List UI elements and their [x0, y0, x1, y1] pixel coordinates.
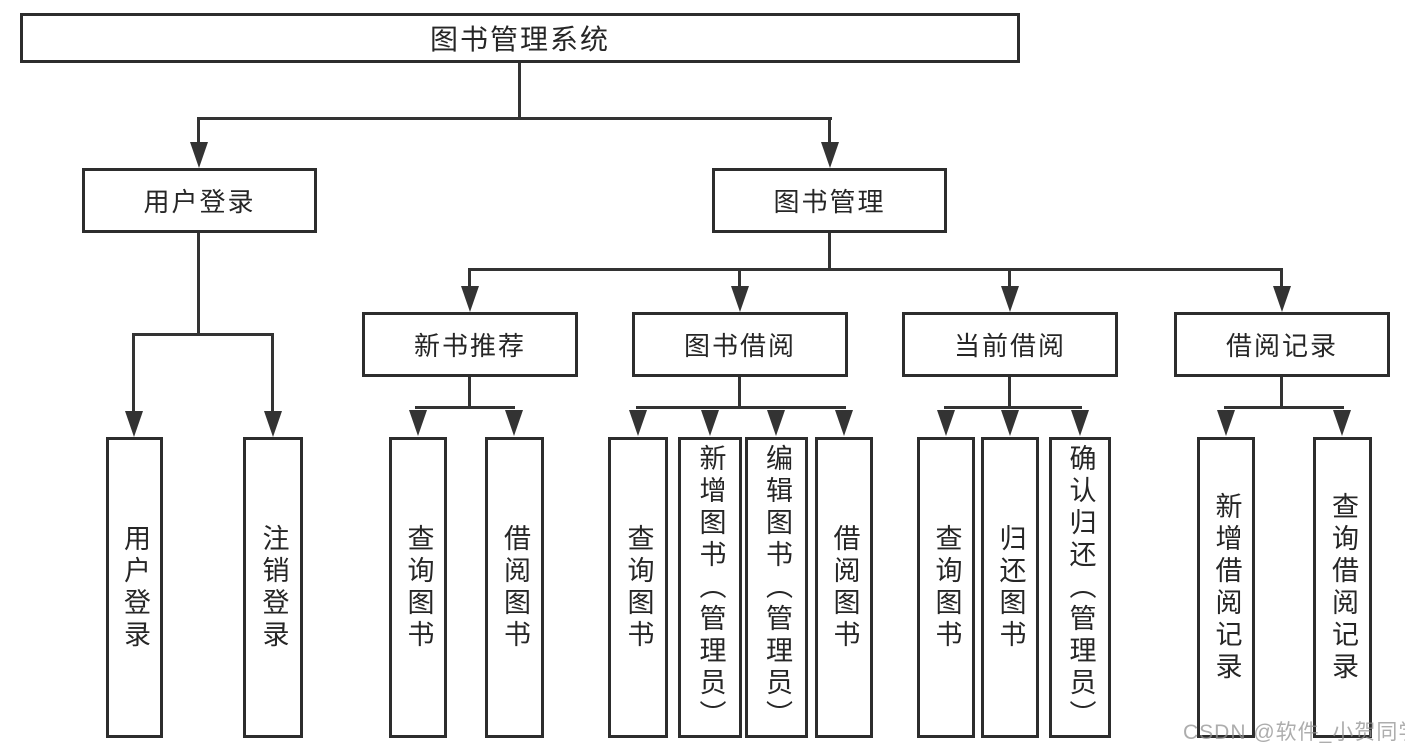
connector-root-stem — [518, 61, 521, 119]
connector-book-management-stem — [828, 233, 831, 271]
arrowhead-user-login — [190, 142, 208, 168]
connector-login-group-hline — [132, 333, 274, 336]
leaf-user-login: 用户登录 — [106, 437, 163, 738]
leaf-recommend-borrow-book: 借阅图书 — [485, 437, 544, 738]
arrowhead-records-add-record — [1217, 410, 1235, 436]
arrowhead-recommend-borrow-book — [505, 410, 523, 436]
arrowhead-current-return-book — [1001, 410, 1019, 436]
leaf-current-return-book: 归还图书 — [981, 437, 1039, 738]
arrowhead-borrowing-query-book — [629, 410, 647, 436]
connector-level2-hline — [197, 117, 832, 120]
arrowhead-book-borrowing — [731, 286, 749, 312]
arrowhead-login-leaf — [125, 411, 143, 437]
connector-drop-logout-leaf — [271, 333, 274, 412]
connector-drop-login-leaf — [132, 333, 135, 412]
connector-drop-new-book-recommend — [468, 268, 471, 288]
leaf-current-confirm-return: 确认归还（管理员） — [1049, 437, 1111, 738]
connector-level3-hline — [468, 268, 1283, 271]
leaf-recommend-query-book: 查询图书 — [389, 437, 447, 738]
connector-drop-current-borrowing — [1008, 268, 1011, 288]
arrowhead-book-management — [821, 142, 839, 168]
connector-current-group-hline — [944, 406, 1082, 409]
csdn-watermark: CSDN @软件_小贺同学 — [1183, 721, 1405, 744]
arrowhead-new-book-recommend — [461, 286, 479, 312]
node-book-borrowing: 图书借阅 — [632, 312, 848, 377]
connector-drop-user-login — [197, 117, 200, 145]
connector-drop-book-borrowing — [738, 268, 741, 288]
connector-drop-book-management — [828, 117, 831, 145]
leaf-borrowing-add-book: 新增图书（管理员） — [678, 437, 742, 738]
node-book-management: 图书管理 — [712, 168, 947, 233]
connector-drop-borrowing-records — [1280, 268, 1283, 288]
leaf-current-query-book: 查询图书 — [917, 437, 975, 738]
connector-recommend-group-hline — [415, 406, 515, 409]
arrowhead-current-confirm-return — [1071, 410, 1089, 436]
leaf-records-query-record: 查询借阅记录 — [1313, 437, 1372, 738]
leaf-borrowing-query-book: 查询图书 — [608, 437, 668, 738]
arrowhead-current-borrowing — [1001, 286, 1019, 312]
arrowhead-borrowing-add-book — [701, 410, 719, 436]
arrowhead-borrowing-edit-book — [767, 410, 785, 436]
leaf-borrowing-edit-book: 编辑图书（管理员） — [745, 437, 808, 738]
connector-records-group-hline — [1224, 406, 1344, 409]
arrowhead-logout-leaf — [264, 411, 282, 437]
node-library-management-system: 图书管理系统 — [20, 13, 1020, 63]
node-borrowing-records: 借阅记录 — [1174, 312, 1390, 377]
connector-borrowing-stem — [738, 377, 741, 408]
arrowhead-borrowing-borrow-book — [835, 410, 853, 436]
connector-user-login-stem — [197, 233, 200, 336]
node-new-book-recommend: 新书推荐 — [362, 312, 578, 377]
node-user-login: 用户登录 — [82, 168, 317, 233]
leaf-records-add-record: 新增借阅记录 — [1197, 437, 1255, 738]
leaf-logout: 注销登录 — [243, 437, 303, 738]
connector-records-stem — [1280, 377, 1283, 408]
arrowhead-records-query-record — [1333, 410, 1351, 436]
arrowhead-current-query-book — [937, 410, 955, 436]
connector-borrowing-group-hline — [636, 406, 846, 409]
connector-recommend-stem — [468, 377, 471, 408]
arrowhead-borrowing-records — [1273, 286, 1291, 312]
connector-current-stem — [1008, 377, 1011, 408]
leaf-borrowing-borrow-book: 借阅图书 — [815, 437, 873, 738]
arrowhead-recommend-query-book — [409, 410, 427, 436]
node-current-borrowing: 当前借阅 — [902, 312, 1118, 377]
